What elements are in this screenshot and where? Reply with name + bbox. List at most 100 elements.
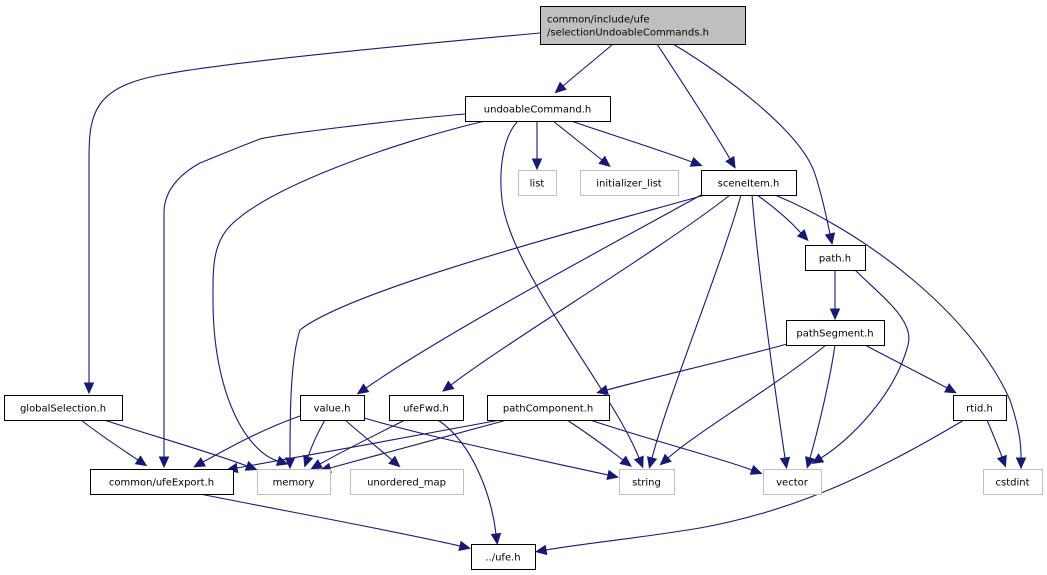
node-ufeFwd[interactable]: ufeFwd.h bbox=[389, 395, 464, 421]
edge-line bbox=[751, 194, 786, 459]
arrowhead-icon bbox=[598, 155, 611, 168]
node-root[interactable]: common/include/ufe/selectionUndoableComm… bbox=[540, 6, 746, 45]
edge-pathSegment-to-string bbox=[659, 344, 827, 466]
arrowhead-icon bbox=[779, 456, 791, 470]
edge-undoableCommand-to-initializer_list bbox=[552, 120, 611, 168]
node-label: path.h bbox=[819, 254, 851, 265]
edge-rtid-to-ufe bbox=[534, 419, 965, 556]
node-label: sceneItem.h bbox=[718, 179, 780, 190]
node-box bbox=[580, 170, 679, 196]
node-globalSelection[interactable]: globalSelection.h bbox=[4, 395, 123, 421]
edge-line bbox=[365, 194, 702, 389]
node-rtid[interactable]: rtid.h bbox=[953, 395, 1007, 421]
edge-line bbox=[820, 269, 910, 459]
node-box bbox=[90, 469, 234, 495]
arrowhead-icon bbox=[689, 156, 703, 167]
edge-line bbox=[103, 419, 248, 467]
arrowhead-icon bbox=[310, 459, 324, 470]
arrowhead-icon bbox=[531, 158, 543, 171]
arrowhead-icon bbox=[303, 454, 314, 468]
edge-line bbox=[344, 419, 393, 461]
node-label: common/ufeExport.h bbox=[109, 478, 214, 489]
arrowhead-icon bbox=[647, 456, 658, 469]
edge-sceneItem-to-value bbox=[356, 194, 702, 395]
node-value[interactable]: value.h bbox=[300, 395, 365, 421]
edge-value-to-ufeExport bbox=[193, 415, 301, 468]
node-box bbox=[953, 395, 1007, 421]
edge-line bbox=[212, 120, 486, 462]
edge-value-to-memory bbox=[303, 419, 326, 468]
node-box bbox=[540, 6, 746, 45]
arrowhead-icon bbox=[458, 540, 471, 552]
edge-path-to-pathSegment bbox=[829, 270, 841, 321]
edge-root-to-globalSelection bbox=[83, 32, 541, 395]
edge-value-to-unordered_map bbox=[344, 419, 401, 468]
node-undoableCommand[interactable]: undoableCommand.h bbox=[465, 96, 611, 122]
node-path[interactable]: path.h bbox=[805, 245, 866, 271]
node-pathComponent[interactable]: pathComponent.h bbox=[487, 395, 610, 421]
node-box bbox=[786, 320, 885, 346]
node-box bbox=[4, 395, 123, 421]
node-label: ufeFwd.h bbox=[403, 404, 449, 415]
node-box bbox=[619, 469, 675, 495]
node-label: vector bbox=[776, 478, 809, 489]
node-box bbox=[518, 170, 557, 196]
node-sceneItem[interactable]: sceneItem.h bbox=[701, 170, 797, 196]
arrowhead-icon bbox=[829, 308, 841, 321]
arrowhead-icon bbox=[811, 453, 825, 464]
node-label: cstdint bbox=[995, 478, 1029, 489]
arrowhead-icon bbox=[596, 384, 609, 395]
arrowhead-icon bbox=[659, 453, 672, 466]
node-pathSegment[interactable]: pathSegment.h bbox=[786, 320, 885, 346]
edge-line bbox=[667, 344, 827, 459]
edge-line bbox=[80, 419, 139, 461]
edge-pathSegment-to-rtid bbox=[864, 344, 957, 394]
edge-line bbox=[319, 419, 406, 465]
edge-sceneItem-to-cstdint bbox=[774, 194, 1027, 470]
node-memory: memory bbox=[257, 469, 331, 495]
edge-sceneItem-to-path bbox=[756, 194, 809, 242]
edge-line bbox=[236, 419, 501, 469]
edge-line bbox=[656, 43, 731, 160]
edge-line bbox=[329, 419, 508, 469]
edge-line bbox=[163, 113, 466, 457]
edge-line bbox=[562, 43, 614, 87]
edge-globalSelection-to-ufeExport bbox=[80, 419, 148, 467]
edge-line bbox=[672, 43, 831, 235]
edge-ufeFwd-to-memory bbox=[310, 419, 406, 470]
arrowhead-icon bbox=[158, 456, 170, 469]
arrowhead-icon bbox=[944, 383, 957, 394]
edge-line bbox=[756, 194, 802, 234]
arrowhead-icon bbox=[996, 454, 1007, 468]
edge-sceneItem-to-string bbox=[647, 194, 742, 469]
edge-ufeExport-to-ufe bbox=[199, 493, 471, 552]
node-box bbox=[487, 395, 610, 421]
node-label: initializer_list bbox=[596, 179, 662, 190]
node-label: undoableCommand.h bbox=[484, 105, 591, 116]
arrowhead-icon bbox=[606, 469, 619, 481]
edge-undoableCommand-to-sceneItem bbox=[570, 120, 703, 167]
node-ufeExport[interactable]: common/ufeExport.h bbox=[90, 469, 234, 495]
node-box bbox=[763, 469, 822, 495]
edge-line bbox=[289, 194, 706, 459]
node-list: list bbox=[518, 170, 557, 196]
arrowhead-icon bbox=[534, 544, 548, 556]
edge-pathComponent-to-ufeExport bbox=[225, 419, 501, 474]
edge-pathSegment-to-vector bbox=[805, 344, 836, 469]
node-ufe[interactable]: ../ufe.h bbox=[471, 544, 536, 570]
arrowhead-icon bbox=[554, 81, 567, 94]
edge-line bbox=[570, 120, 693, 163]
node-box bbox=[471, 544, 536, 570]
arrowhead-icon bbox=[725, 155, 736, 169]
edge-line bbox=[986, 419, 1003, 458]
arrowhead-icon bbox=[442, 380, 455, 392]
node-box bbox=[257, 469, 331, 495]
edge-root-to-path bbox=[672, 43, 836, 245]
edge-root-to-sceneItem bbox=[656, 43, 736, 169]
edge-line bbox=[651, 194, 742, 459]
edge-line bbox=[202, 415, 301, 463]
node-vector: vector bbox=[763, 469, 822, 495]
node-unordered-map: unordered_map bbox=[350, 469, 464, 495]
nodes-layer: common/include/ufe/selectionUndoableComm… bbox=[4, 6, 1043, 570]
edge-line bbox=[864, 344, 948, 389]
